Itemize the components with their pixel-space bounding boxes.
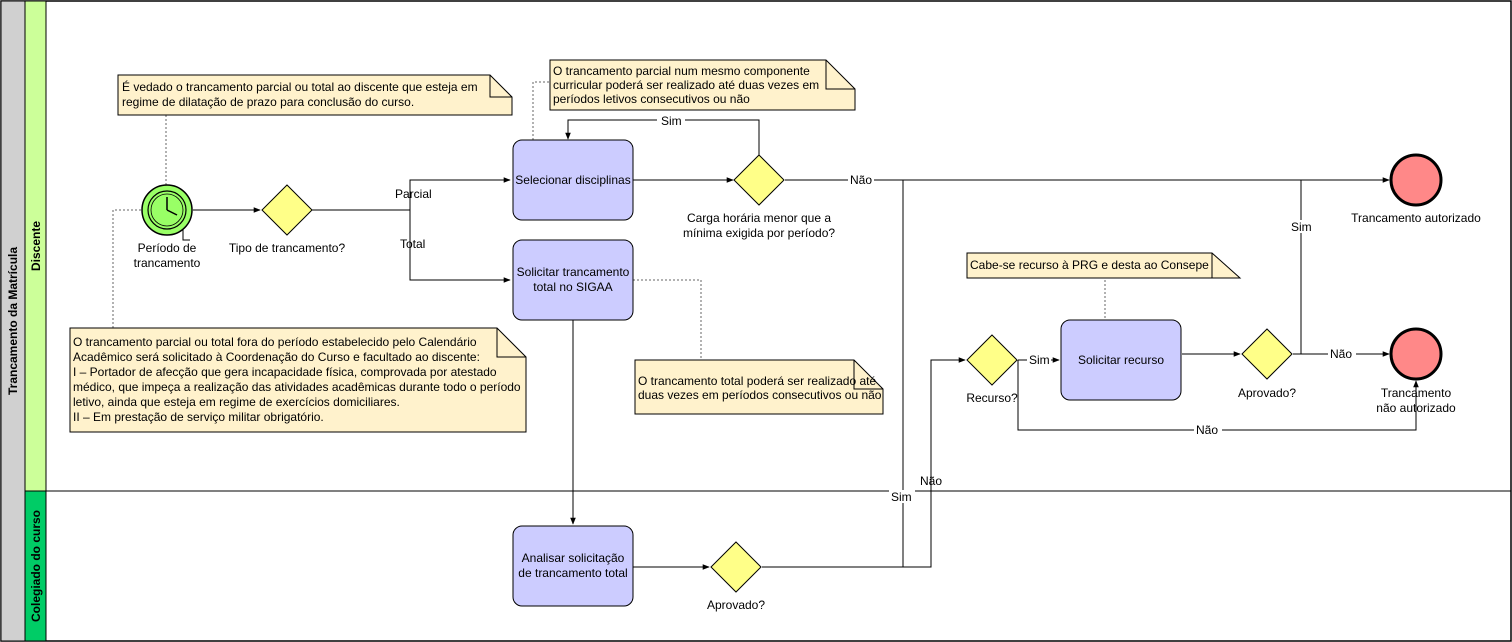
note-recurso-line-1: Cabe-se recurso à PRG e desta ao Consepe (970, 258, 1209, 272)
flow-label-sim-loop: Sim (661, 114, 682, 128)
note-fora-line-1: O trancamento parcial ou total fora do p… (73, 335, 477, 349)
flow-label-nao-carga: Não (850, 173, 872, 187)
task-analisar-label-1: Analisar solicitação (522, 551, 625, 565)
gateway-carga-horaria[interactable]: Carga horária menor que a mínima exigida… (683, 154, 835, 240)
note-parcial-line-2: curricular poderá ser realizado até duas… (553, 78, 819, 92)
flow-label-parcial: Parcial (395, 187, 432, 201)
end-nao-autorizado-label-1: Trancamento (1381, 386, 1452, 400)
note-total-line-2: duas vezes em períodos consecutivos ou n… (638, 388, 882, 402)
note-fora-line-6: II – Em prestação de serviço militar obr… (73, 410, 324, 424)
flow-label-sim-aprovado: Sim (1291, 220, 1312, 234)
lane-colegiado: Colegiado do curso (24, 490, 47, 642)
start-event-label-1: Período de (138, 241, 197, 255)
note-fora-line-3: I – Portador de afecção que gera incapac… (73, 365, 497, 379)
note-total-line-1: O trancamento total poderá ser realizado… (638, 374, 876, 388)
end-autorizado-label: Trancamento autorizado (1351, 211, 1481, 225)
pool-header (0, 0, 26, 642)
task-analisar-label-2: de trancamento total (518, 566, 627, 580)
flow-labels: Parcial Total Sim Não Sim Sim Não Não Si… (395, 114, 1356, 504)
note-recurso: Cabe-se recurso à PRG e desta ao Consepe (966, 252, 1242, 279)
lane-discente: Discente (24, 0, 47, 492)
note-fora-periodo: O trancamento parcial ou total fora do p… (69, 327, 527, 433)
task-solicitar-recurso[interactable]: Solicitar recurso (1060, 319, 1182, 401)
associations (112, 81, 1106, 360)
flow-label-sim-colegiado: Sim (891, 490, 912, 504)
flow-label-total: Total (400, 237, 425, 251)
flow-label-nao-colegiado: Não (920, 474, 942, 488)
note-fora-line-2: Acadêmico será solicitado à Coordenação … (73, 350, 480, 364)
gateway-tipo-label: Tipo de trancamento? (229, 241, 346, 255)
task-selecionar-disciplinas[interactable]: Selecionar disciplinas (512, 139, 634, 221)
flow-label-nao-recurso: Não (1196, 423, 1218, 437)
gateway-carga-label-1: Carga horária menor que a (687, 211, 831, 225)
note-fora-line-5: letivo, ainda que esteja em regime de ex… (73, 395, 400, 409)
end-event-nao-autorizado[interactable]: Trancamento não autorizado (1376, 327, 1456, 415)
clock-icon (147, 190, 187, 230)
gateway-tipo-trancamento[interactable]: Tipo de trancamento? (229, 184, 346, 255)
flow-label-sim-recurso: Sim (1029, 353, 1050, 367)
task-solicitar-total-label-1: Solicitar trancamento (517, 265, 630, 279)
gateway-aprovado-recurso[interactable]: Aprovado? (1238, 328, 1296, 400)
note-vedado-line-2: regime de dilatação de prazo para conclu… (122, 95, 414, 109)
pool-title: Trancamento da Matrícula (6, 247, 20, 395)
note-fora-line-4: médico, que impeça a realização das ativ… (73, 380, 521, 394)
end-event-autorizado[interactable]: Trancamento autorizado (1351, 153, 1481, 225)
lane-colegiado-header (24, 490, 47, 642)
gateway-carga-label-2: mínima exigida por período? (683, 226, 835, 240)
start-event-label-2: trancamento (134, 256, 201, 270)
task-solicitar-trancamento-total[interactable]: Solicitar trancamento total no SIGAA (512, 239, 634, 321)
gateway-aprovado-colegiado-label: Aprovado? (707, 598, 765, 612)
task-analisar-solicitacao[interactable]: Analisar solicitação de trancamento tota… (512, 525, 634, 607)
gateway-aprovado-colegiado[interactable]: Aprovado? (707, 541, 765, 612)
sequence-flows (182, 119, 1419, 570)
task-selecionar-label: Selecionar disciplinas (515, 173, 630, 187)
task-solicitar-total-label-2: total no SIGAA (533, 280, 612, 294)
gateway-aprovado-recurso-label: Aprovado? (1238, 386, 1296, 400)
note-parcial-line-1: O trancamento parcial num mesmo componen… (553, 64, 810, 78)
note-total-limite: O trancamento total poderá ser realizado… (634, 359, 884, 415)
task-solicitar-recurso-label: Solicitar recurso (1078, 353, 1164, 367)
lane-discente-label: Discente (29, 221, 43, 271)
note-parcial-limite: O trancamento parcial num mesmo componen… (549, 59, 856, 111)
gateway-recurso-label: Recurso? (966, 391, 1018, 405)
note-vedado-line-1: É vedado o trancamento parcial ou total … (122, 79, 478, 94)
gateway-recurso[interactable]: Recurso? (966, 334, 1018, 405)
end-nao-autorizado-label-2: não autorizado (1376, 401, 1456, 415)
start-timer-event[interactable]: Período de trancamento (134, 184, 201, 270)
lane-colegiado-label: Colegiado do curso (29, 510, 43, 622)
note-vedado: É vedado o trancamento parcial ou total … (117, 74, 513, 116)
note-parcial-line-3: períodos letivos consecutivos ou não (553, 92, 750, 106)
flow-label-nao-aprovado: Não (1330, 347, 1352, 361)
